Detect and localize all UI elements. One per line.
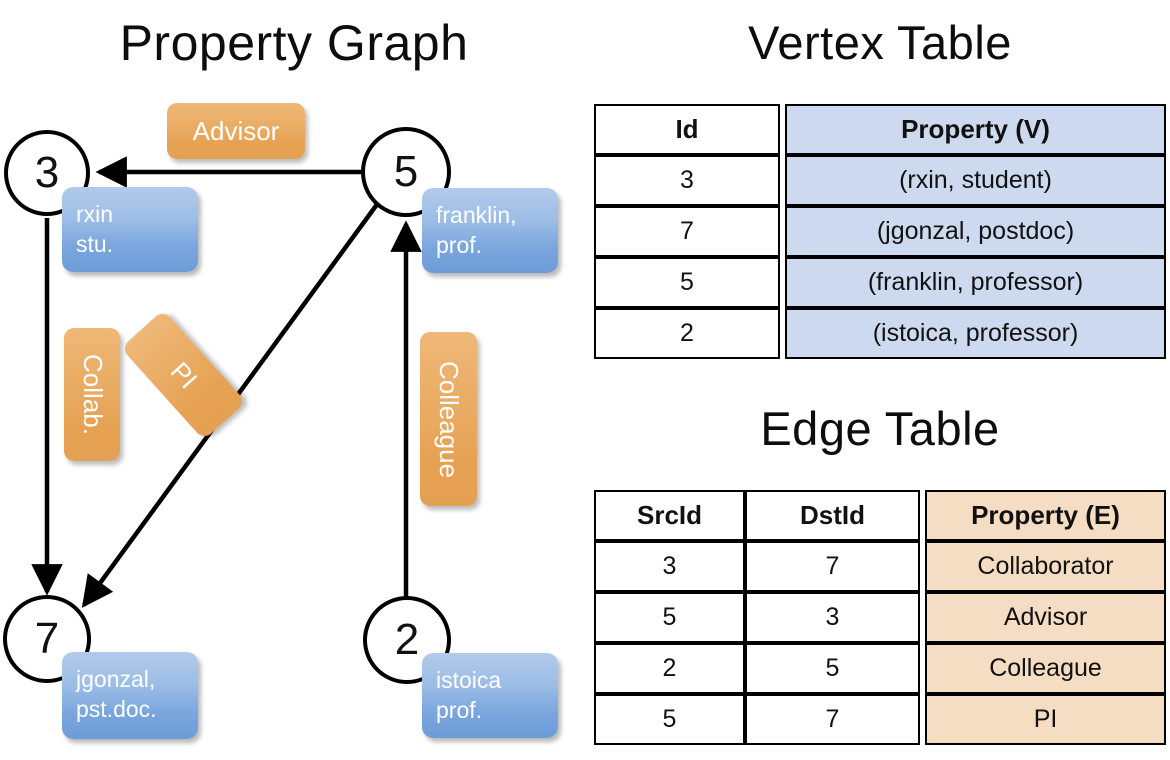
table-row: 2 5 Colleague	[594, 643, 1166, 694]
edge-table-header-property: Property (E)	[925, 490, 1166, 541]
vertex-row-2-id: 5	[594, 257, 780, 308]
table-row: 3 7 Collaborator	[594, 541, 1166, 592]
edge-label-colleague: Colleague	[420, 332, 477, 506]
graph-node-property-5-line1: franklin,	[436, 202, 517, 228]
graph-node-property-7: jgonzal, pst.doc.	[62, 652, 198, 739]
vertex-table-header-property: Property (V)	[785, 104, 1166, 155]
edge-row-1-dst: 3	[745, 592, 920, 643]
edge-table-header-row: SrcId DstId Property (E)	[594, 490, 1166, 541]
graph-node-2[interactable]: 2	[363, 596, 451, 684]
graph-node-property-2: istoica prof.	[422, 653, 558, 738]
edge-row-0-property: Collaborator	[925, 541, 1166, 592]
edge-label-colleague-text: Colleague	[434, 360, 464, 478]
edge-row-3-dst: 7	[745, 694, 920, 745]
vertex-row-3-id: 2	[594, 308, 780, 359]
vertex-row-3-property: (istoica, professor)	[785, 308, 1166, 359]
graph-node-property-7-line1: jgonzal,	[76, 666, 156, 692]
edge-label-pi-text: PI	[164, 355, 204, 394]
vertex-table-header-row: Id Property (V)	[594, 104, 1166, 155]
table-row: 5 (franklin, professor)	[594, 257, 1166, 308]
edge-row-1-src: 5	[594, 592, 745, 643]
edge-label-collab-text: Collab.	[77, 354, 108, 435]
table-row: 5 3 Advisor	[594, 592, 1166, 643]
vertex-row-1-id: 7	[594, 206, 780, 257]
edge-table-header-srcid: SrcId	[594, 490, 745, 541]
vertex-row-0-id: 3	[594, 155, 780, 206]
graph-node-property-2-line2: prof.	[436, 697, 483, 723]
property-graph-diagram: 3 5 7 2 rxin stu. franklin, prof. jgonza…	[3, 103, 558, 739]
edge-row-0-dst: 7	[745, 541, 920, 592]
table-row: 7 (jgonzal, postdoc)	[594, 206, 1166, 257]
edge-row-1-property: Advisor	[925, 592, 1166, 643]
table-row: 5 7 PI	[594, 694, 1166, 745]
edge-table: SrcId DstId Property (E) 3 7 Collaborato…	[594, 490, 1166, 745]
graph-node-property-2-line1: istoica	[436, 667, 502, 693]
table-row: 2 (istoica, professor)	[594, 308, 1166, 359]
graph-node-5[interactable]: 5	[361, 127, 451, 217]
vertex-table: Id Property (V) 3 (rxin, student) 7 (jgo…	[594, 104, 1166, 359]
edge-label-collab: Collab.	[64, 328, 120, 461]
edge-table-header-dstid: DstId	[745, 490, 920, 541]
edge-row-2-dst: 5	[745, 643, 920, 694]
section-title-edge-table: Edge Table	[760, 402, 1000, 455]
edge-label-advisor-text: Advisor	[192, 115, 280, 146]
vertex-row-2-property: (franklin, professor)	[785, 257, 1166, 308]
edge-row-2-property: Colleague	[925, 643, 1166, 694]
edge-row-0-src: 3	[594, 541, 745, 592]
graph-node-property-5: franklin, prof.	[422, 188, 558, 273]
edge-row-3-src: 5	[594, 694, 745, 745]
graph-node-property-7-line2: pst.doc.	[76, 696, 157, 722]
edge-row-3-property: PI	[925, 694, 1166, 745]
graph-node-property-5-line2: prof.	[436, 232, 483, 258]
edge-label-advisor: Advisor	[167, 103, 305, 159]
edge-row-2-src: 2	[594, 643, 745, 694]
graph-node-property-3-line1: rxin	[76, 201, 114, 227]
page-title-property-graph: Property Graph	[119, 15, 469, 71]
vertex-row-1-property: (jgonzal, postdoc)	[785, 206, 1166, 257]
vertex-row-0-property: (rxin, student)	[785, 155, 1166, 206]
table-row: 3 (rxin, student)	[594, 155, 1166, 206]
graph-node-property-3-line2: stu.	[76, 231, 114, 257]
graph-node-property-3: rxin stu.	[62, 187, 198, 272]
vertex-table-header-id: Id	[594, 104, 780, 155]
section-title-vertex-table: Vertex Table	[748, 16, 1012, 69]
